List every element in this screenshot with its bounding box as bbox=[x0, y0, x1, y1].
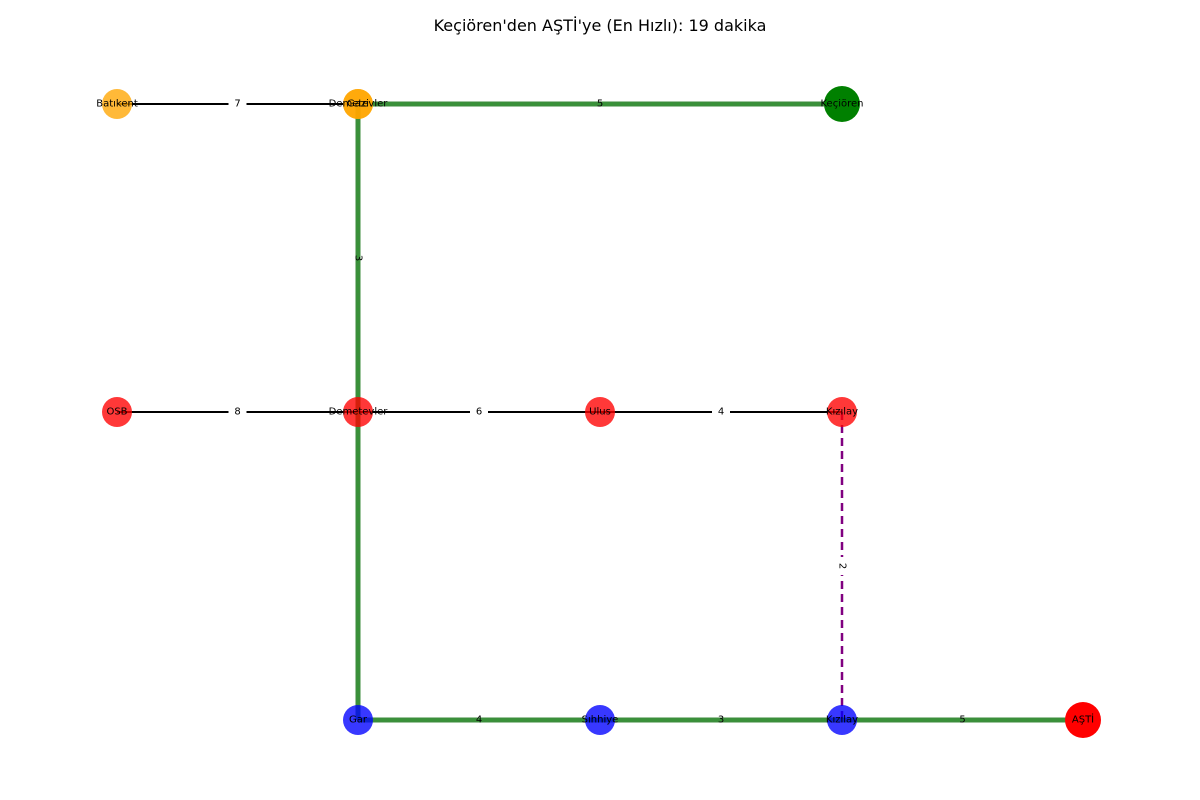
edge-weight-label: 3 bbox=[353, 255, 364, 261]
station-label-batikent: Batıkent bbox=[96, 99, 138, 110]
station-label-kizilay_b: Kızılay bbox=[826, 715, 858, 726]
edge-weight-text: 4 bbox=[718, 407, 724, 418]
edge-weight-text: 5 bbox=[959, 715, 965, 726]
station-node-gazi bbox=[343, 89, 373, 119]
edge-weight-label: 8 bbox=[228, 405, 247, 419]
station-node-gar bbox=[343, 705, 373, 735]
edge-weight-text: 3 bbox=[353, 255, 364, 261]
edge-weight-text: 6 bbox=[476, 407, 482, 418]
nodes-layer bbox=[102, 86, 1101, 738]
edge-weight-label: 2 bbox=[835, 557, 849, 575]
station-node-ulus bbox=[585, 397, 615, 427]
edge-weight-label: 5 bbox=[597, 99, 603, 110]
edge-weight-label: 4 bbox=[712, 405, 730, 419]
station-node-kecioren bbox=[824, 86, 860, 122]
station-node-batikent bbox=[102, 89, 132, 119]
station-label-kecioren: Keçiören bbox=[821, 99, 864, 110]
edge-weight-text: 4 bbox=[476, 715, 482, 726]
station-node-kizilay_r bbox=[827, 397, 857, 427]
station-label-asti: AŞTİ bbox=[1072, 713, 1094, 726]
station-label-gazi: Gazi bbox=[347, 99, 369, 110]
diagram-title: Keçiören'den AŞTİ'ye (En Hızlı): 19 daki… bbox=[434, 16, 767, 35]
station-node-osb bbox=[102, 397, 132, 427]
edge-weight-text: 7 bbox=[234, 99, 240, 110]
station-node-sihhiye bbox=[585, 705, 615, 735]
edge-weight-background bbox=[835, 557, 849, 575]
station-node-asti bbox=[1065, 702, 1101, 738]
station-label-demetevler_o: Demetevler bbox=[329, 99, 389, 110]
station-label-demetevler_r: Demetevler bbox=[329, 407, 389, 418]
edge-weight-text: 8 bbox=[234, 407, 240, 418]
edge-labels-layer: 7 5 3 8 6 4 2 4 3 5 bbox=[228, 97, 966, 726]
edge-weight-label: 6 bbox=[470, 405, 488, 419]
station-node-kizilay_b bbox=[827, 705, 857, 735]
station-label-osb: OSB bbox=[106, 407, 127, 418]
station-node-demetevler_r bbox=[343, 397, 373, 427]
edge-weight-text: 2 bbox=[837, 563, 848, 569]
station-label-sihhiye: Sıhhiye bbox=[582, 715, 619, 726]
station-label-kizilay_r: Kızılay bbox=[826, 407, 858, 418]
edge-weight-background bbox=[228, 97, 247, 111]
edge-weight-label: 3 bbox=[718, 715, 724, 726]
edge-weight-background bbox=[228, 405, 247, 419]
station-label-ulus: Ulus bbox=[589, 407, 611, 418]
edge-weight-text: 5 bbox=[597, 99, 603, 110]
edge-weight-label: 5 bbox=[959, 715, 965, 726]
edge-weight-text: 3 bbox=[718, 715, 724, 726]
edge-weight-background bbox=[470, 405, 488, 419]
edge-weight-label: 7 bbox=[228, 97, 247, 111]
edge-weight-background bbox=[712, 405, 730, 419]
station-label-gar: Gar bbox=[349, 715, 368, 726]
edge-weight-label: 4 bbox=[476, 715, 482, 726]
